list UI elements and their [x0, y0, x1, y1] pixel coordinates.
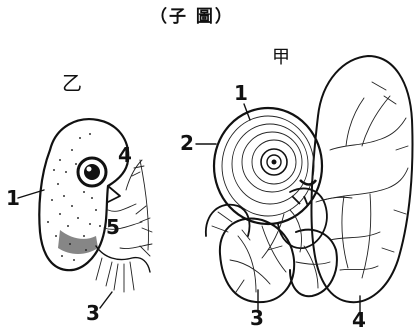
panel-label-left: 乙	[62, 71, 82, 95]
left-label-4: 4	[118, 143, 132, 167]
embryo-left-drawing	[39, 119, 152, 292]
figure-caption: （子 圖）	[150, 6, 234, 27]
embryo-left-labels: 1 4 5 3	[6, 143, 132, 325]
right-label-1: 1	[234, 81, 248, 105]
left-label-5: 5	[106, 215, 120, 239]
right-label-4: 4	[352, 308, 366, 331]
right-label-3: 3	[250, 306, 264, 330]
left-label-3: 3	[86, 301, 100, 325]
embryo-right-labels: 1 2 3 4	[180, 81, 366, 331]
panel-label-right: 甲	[272, 47, 290, 68]
right-label-2: 2	[180, 131, 194, 155]
